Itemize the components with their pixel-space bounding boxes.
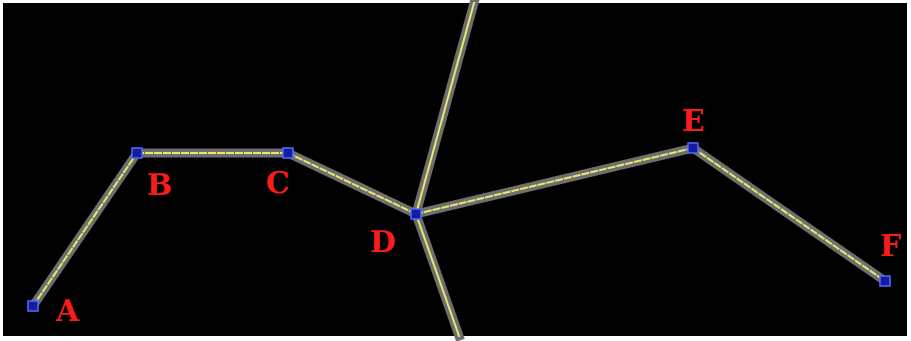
path-segment-c-d xyxy=(286,151,418,216)
node-label-b: B xyxy=(147,168,172,203)
node-label-e: E xyxy=(682,104,705,139)
square-node-icon-e xyxy=(687,142,699,154)
crossing-line-upper xyxy=(414,1,476,216)
diagram-background xyxy=(3,3,907,336)
node-label-f: F xyxy=(880,229,901,264)
path-segment-a-b xyxy=(31,151,139,308)
square-node-icon-a xyxy=(27,300,39,312)
node-label-c: C xyxy=(266,166,290,201)
path-line xyxy=(31,146,887,308)
crossing-line xyxy=(410,0,480,341)
node-markers xyxy=(27,142,891,312)
path-segment-d-e xyxy=(414,146,695,216)
square-node-icon-c xyxy=(282,147,294,159)
square-node-icon-b xyxy=(131,147,143,159)
crossing-line-lower xyxy=(414,212,461,338)
node-label-d: D xyxy=(370,225,396,260)
square-node-icon-d xyxy=(410,208,422,220)
node-label-a: A xyxy=(55,294,80,329)
square-node-icon-f xyxy=(879,275,891,287)
path-segment-e-f xyxy=(691,146,887,283)
node-labels: A B C D E F xyxy=(55,104,901,329)
